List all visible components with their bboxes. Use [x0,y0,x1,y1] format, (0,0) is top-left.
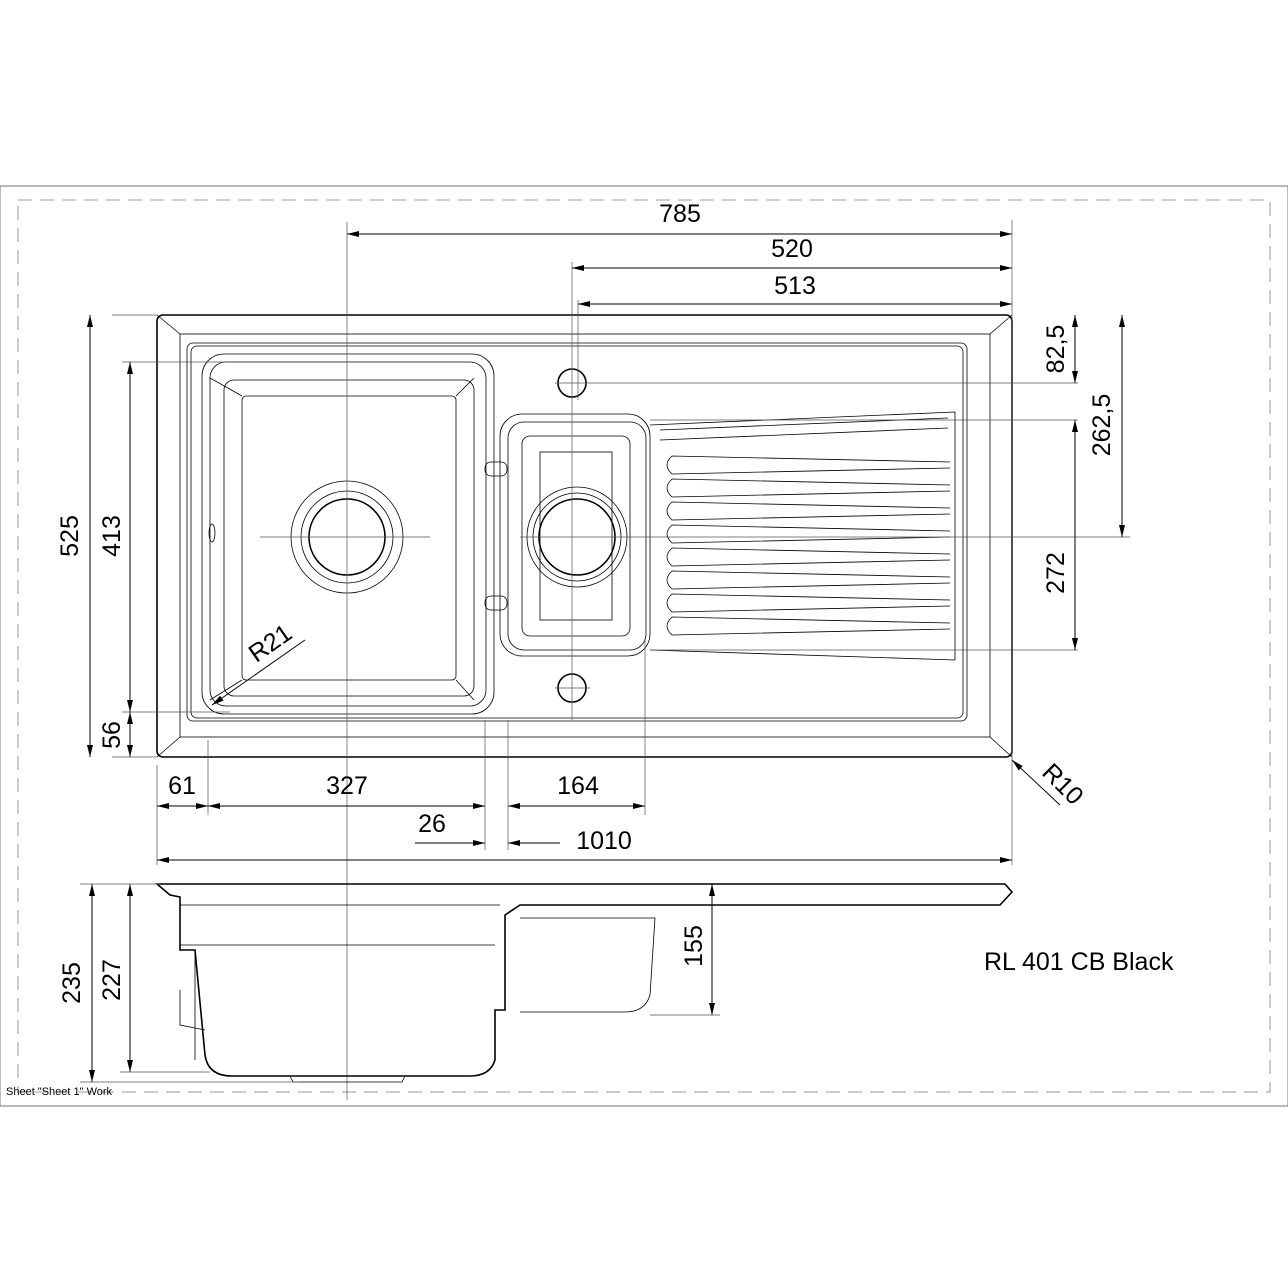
dim-56: 56 [98,721,126,749]
dim-26: 26 [418,810,446,838]
dim-155: 155 [680,925,708,967]
sink-side-view [154,883,1014,1083]
dim-413: 413 [98,515,126,557]
drainer-rib [666,524,951,544]
radius-r21: R21 [244,619,298,668]
dimension-labels: 785 520 513 525 413 56 82,5 262,5 272 61… [56,200,1116,1004]
dim-235: 235 [58,962,86,1004]
dim-164: 164 [557,772,599,800]
dim-272: 272 [1042,552,1070,594]
dim-227: 227 [98,959,126,1001]
drainer-rib [666,616,951,636]
small-bowl [484,413,651,657]
dim-520: 520 [771,235,813,263]
drainer-rib [666,593,951,613]
drainer-rib [666,547,951,567]
dim-61: 61 [168,772,196,800]
dim-513: 513 [774,272,816,300]
drainer-rib [666,478,951,498]
sink-plan-view [112,220,1130,1100]
drainer-rib [666,455,951,475]
dimension-lines [80,231,1125,1083]
dim-327: 327 [326,772,368,800]
model-label: RL 401 CB Black [984,948,1174,976]
main-bowl [201,353,495,715]
dim-785: 785 [659,200,701,228]
dim-82-5: 82,5 [1042,325,1070,374]
drainer-ribs [649,411,956,661]
dim-1010: 1010 [576,827,632,855]
radius-r10: R10 [1037,758,1089,810]
drainer-rib [666,501,951,521]
dim-525: 525 [56,515,84,557]
sheet-border [0,185,1288,1107]
sheet-label: Sheet "Sheet 1" Work [6,1086,113,1098]
drainer-rib [666,570,951,590]
dim-262-5: 262,5 [1088,394,1116,457]
sheet-frame-dashed [17,199,1271,1093]
